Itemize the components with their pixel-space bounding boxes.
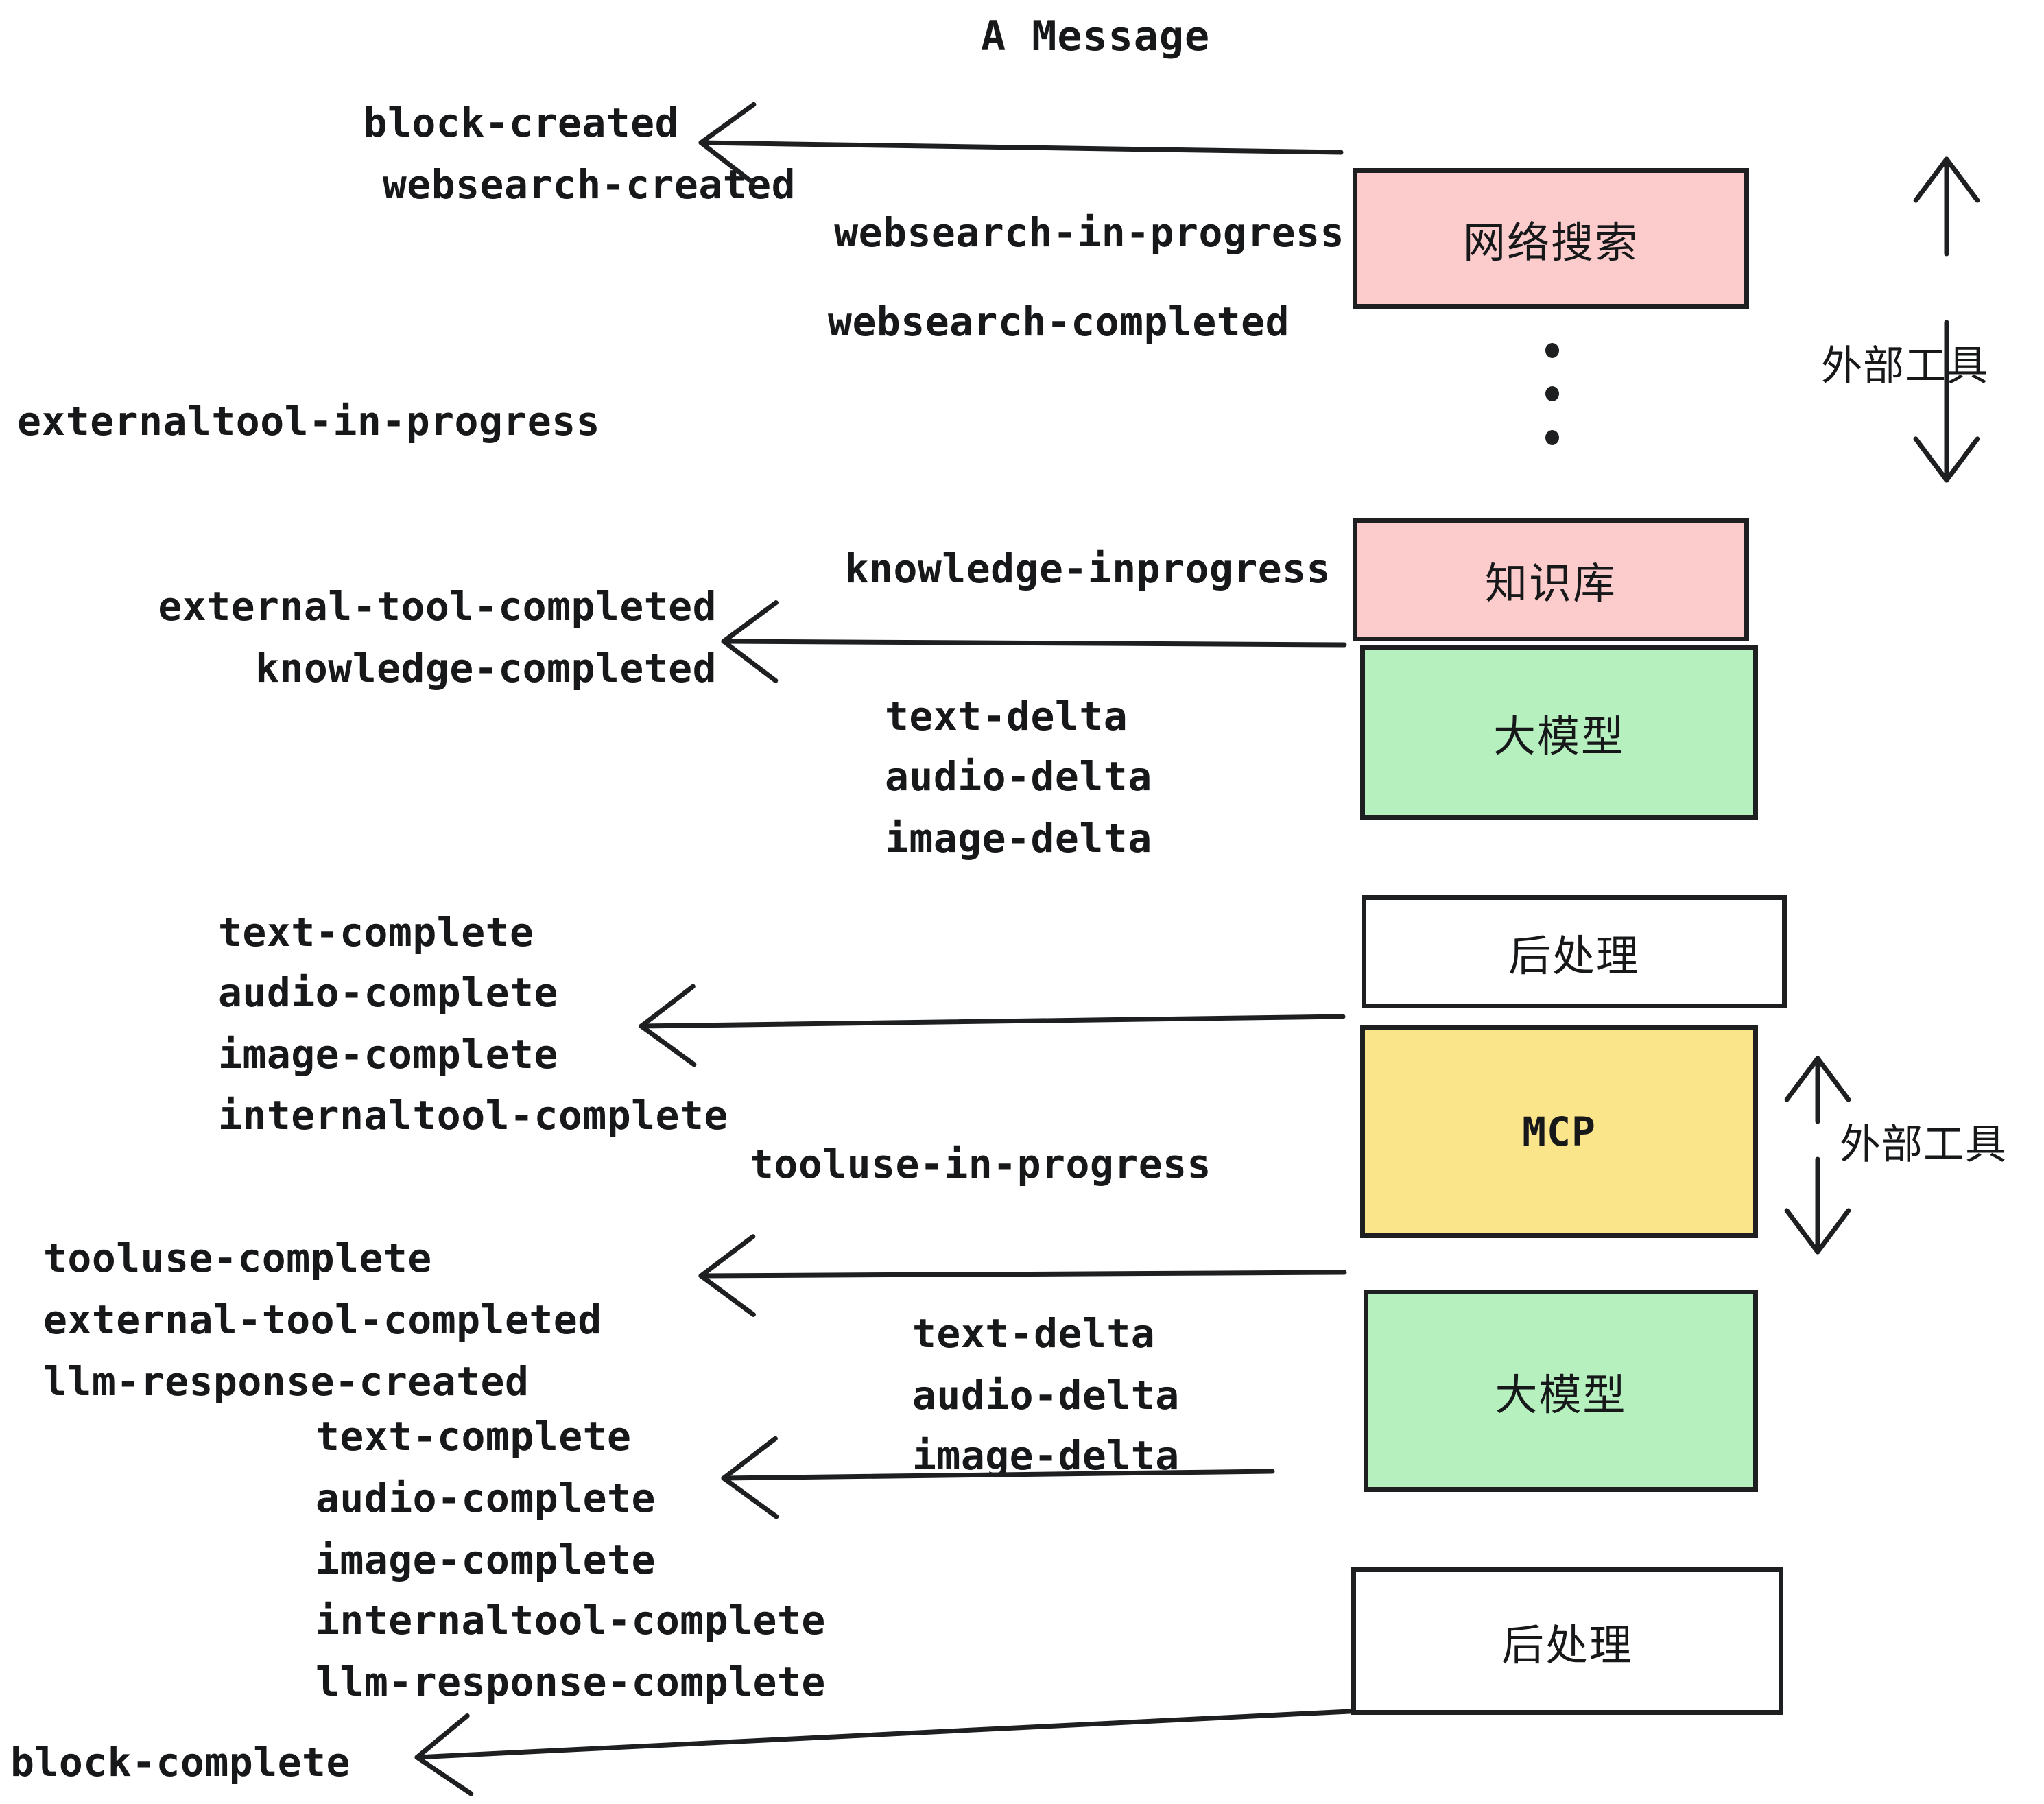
box-label: 知识库 (1484, 558, 1617, 608)
box-llm-2: 大模型 (1364, 1290, 1758, 1492)
box-postprocess-2: 后处理 (1351, 1567, 1783, 1715)
box-web-search: 网络搜索 (1353, 168, 1749, 309)
side-label-external-tool-top: 外部工具 (1821, 342, 1988, 390)
box-mcp: MCP (1360, 1025, 1758, 1238)
box-label: 网络搜索 (1462, 217, 1639, 268)
event-label-llm-response-created: llm-response-created (43, 1358, 530, 1405)
event-label-tooluse-in-progress: tooluse-in-progress (750, 1141, 1211, 1187)
ellipsis-dot-1 (1545, 343, 1559, 358)
box-label: 大模型 (1495, 1369, 1627, 1420)
event-label-text-complete-1: text-complete (218, 909, 534, 956)
arrow-image-complete (639, 984, 1346, 1067)
box-label: MCP (1522, 1108, 1596, 1155)
event-label-text-delta-1: text-delta (885, 693, 1128, 739)
scope-top-up (1913, 156, 1980, 257)
event-label-block-created: block-created (363, 99, 679, 146)
arrow-knowledge-done (721, 600, 1347, 683)
side-label-external-tool-bottom: 外部工具 (1840, 1121, 2007, 1169)
scope-bottom-down (1784, 1156, 1851, 1255)
event-label-internaltool-complete-2: internaltool-complete (316, 1597, 826, 1643)
event-label-websearch-created: websearch-created (382, 161, 796, 208)
event-label-external-tool-completed-2: external-tool-completed (43, 1296, 602, 1343)
event-label-image-complete-2: image-complete (316, 1536, 656, 1583)
box-label: 大模型 (1493, 711, 1625, 761)
event-label-audio-complete-1: audio-complete (218, 969, 558, 1016)
event-label-llm-response-complete: llm-response-complete (316, 1659, 826, 1705)
box-label: 后处理 (1508, 930, 1640, 981)
event-label-knowledge-inprogress: knowledge-inprogress (844, 545, 1331, 592)
event-label-audio-delta-2: audio-delta (912, 1372, 1180, 1419)
event-label-websearch-completed: websearch-completed (828, 298, 1290, 345)
box-postprocess-1: 后处理 (1362, 895, 1787, 1008)
box-label: 后处理 (1501, 1619, 1633, 1670)
event-label-text-complete-2: text-complete (316, 1413, 632, 1460)
event-label-image-complete-1: image-complete (218, 1031, 558, 1078)
event-label-internaltool-complete-1: internaltool-complete (218, 1092, 728, 1139)
event-label-audio-complete-2: audio-complete (316, 1475, 656, 1521)
arrow-block-created (698, 102, 1344, 185)
arrow-tooluse-complete (698, 1234, 1347, 1317)
event-label-audio-delta-1: audio-delta (885, 753, 1152, 800)
event-label-image-delta-1: image-delta (885, 815, 1152, 862)
arrow-block-complete (414, 1709, 1353, 1796)
event-label-tooluse-complete: tooluse-complete (43, 1235, 432, 1281)
page-title: A Message (981, 12, 1211, 60)
event-label-knowledge-completed: knowledge-completed (255, 645, 717, 691)
event-label-image-delta-2: image-delta (912, 1432, 1180, 1479)
event-label-block-complete: block-complete (10, 1739, 350, 1785)
event-label-externaltool-in-progress: externaltool-in-progress (17, 398, 601, 444)
box-llm-1: 大模型 (1360, 645, 1758, 820)
ellipsis-dot-3 (1545, 430, 1559, 445)
event-label-text-delta-2: text-delta (912, 1310, 1156, 1357)
event-label-websearch-in-progress: websearch-in-progress (834, 209, 1344, 256)
ellipsis-dot-2 (1545, 386, 1559, 401)
box-knowledge-base: 知识库 (1353, 518, 1749, 641)
event-label-external-tool-completed-1: external-tool-completed (158, 583, 717, 630)
